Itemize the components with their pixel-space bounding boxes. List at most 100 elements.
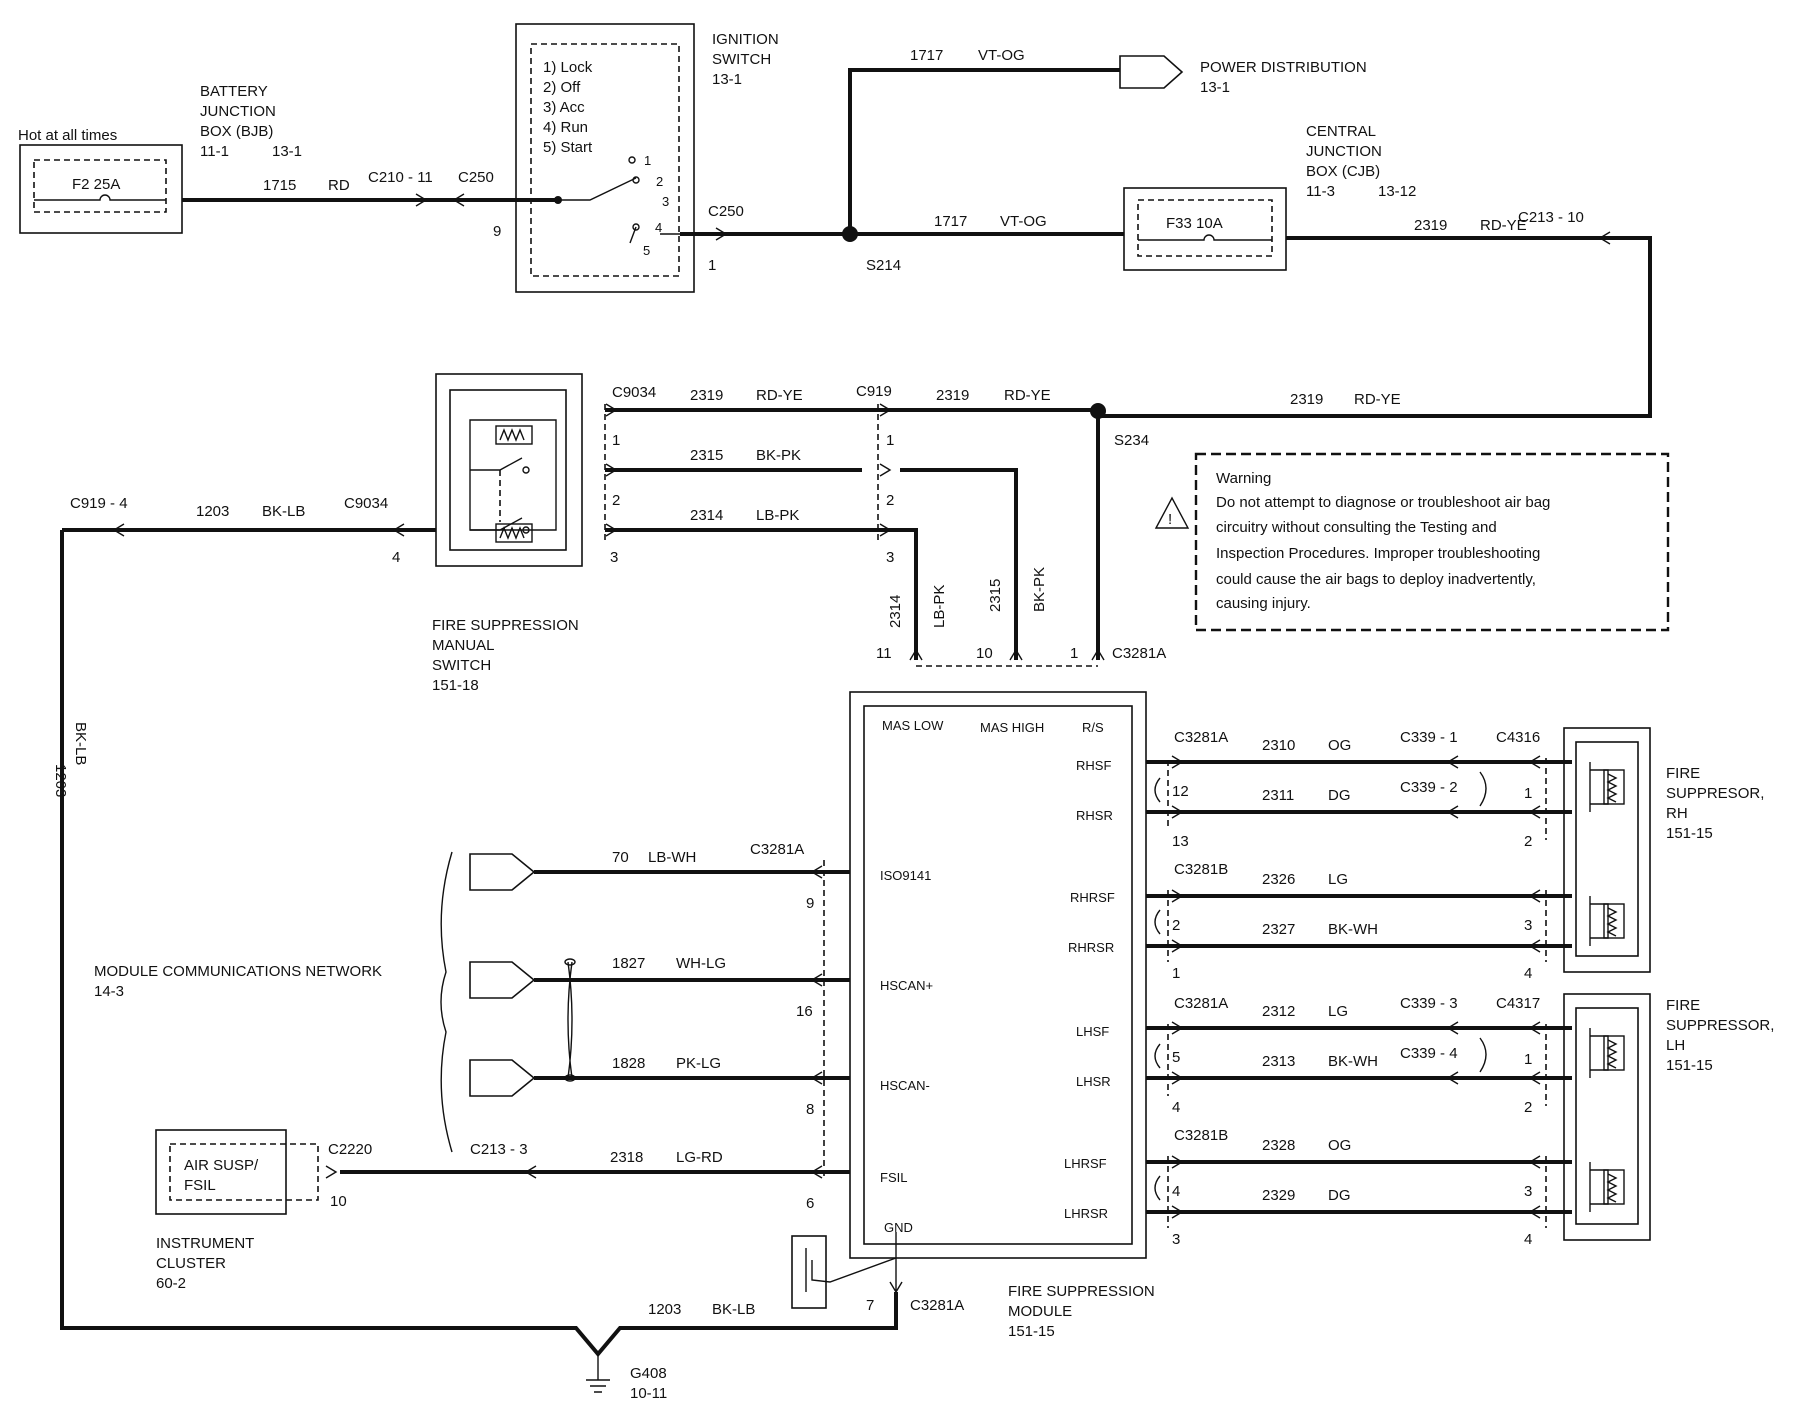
fss-title-4: 151-18 [432, 677, 479, 694]
label-68: C3281A [1174, 995, 1228, 1012]
label-101: 2318 [610, 1149, 643, 1166]
label-89: 70 [612, 849, 629, 866]
ground-label: G408 [630, 1365, 667, 1382]
lh-title-1: FIRE [1666, 997, 1700, 1014]
ign-contact-2: 2 [656, 174, 663, 189]
label-64: BK-WH [1328, 921, 1378, 938]
label-92: 9 [806, 895, 814, 912]
instrument-cluster: AIR SUSP/ FSIL INSTRUMENT CLUSTER 60-2 [155, 1129, 319, 1292]
pin-rhrsf: RHRSF [1070, 890, 1115, 905]
label-13: RD-YE [1480, 217, 1527, 234]
lh-title-3: LH [1666, 1037, 1685, 1054]
label-5: C250 [708, 203, 744, 220]
fire-suppression-manual-switch: FIRE SUPPRESSION MANUAL SWITCH 151-18 [432, 373, 583, 694]
label-51: C4316 [1496, 729, 1540, 746]
bjb-title-1: BATTERY [200, 83, 268, 100]
ign-contact-4: 4 [655, 220, 662, 235]
cluster-title-3: 60-2 [156, 1275, 186, 1292]
label-56: 1 [1524, 785, 1532, 802]
lh-title-4: 151-15 [1666, 1057, 1713, 1074]
label-45: 1 [1070, 645, 1078, 662]
cjb-title-2: JUNCTION [1306, 143, 1382, 160]
label-59: C3281B [1174, 861, 1228, 878]
label-24: 1 [612, 432, 620, 449]
label-70: LG [1328, 1003, 1348, 1020]
rh-title-2: SUPPRESOR, [1666, 785, 1764, 802]
label-6: 1 [708, 257, 716, 274]
label-104: 6 [806, 1195, 814, 1212]
label-32: 3 [610, 549, 618, 566]
label-85: DG [1328, 1187, 1351, 1204]
label-30: LB-PK [756, 507, 799, 524]
module-title-2: MODULE [1008, 1303, 1072, 1320]
label-94: WH-LG [676, 955, 726, 972]
label-74: 2313 [1262, 1053, 1295, 1070]
label-65: 3 [1524, 917, 1532, 934]
label-82: OG [1328, 1137, 1351, 1154]
label-17: RD-YE [756, 387, 803, 404]
air-susp-label-1: AIR SUSP/ [184, 1157, 259, 1174]
cluster-title-1: INSTRUMENT [156, 1235, 254, 1252]
label-22: RD-YE [1354, 391, 1401, 408]
label-41: 2315 [987, 579, 1004, 612]
ign-title-1: IGNITION [712, 31, 779, 48]
label-11: VT-OG [1000, 213, 1047, 230]
bjb-title-2: JUNCTION [200, 103, 276, 120]
pin-fsil: FSIL [880, 1170, 907, 1185]
warning-excl: ! [1168, 511, 1172, 528]
label-1: RD [328, 177, 350, 194]
label-39: 2314 [887, 595, 904, 628]
pin-mas-high: MAS HIGH [980, 720, 1044, 735]
label-16: 2319 [690, 387, 723, 404]
label-97: PK-LG [676, 1055, 721, 1072]
label-66: 1 [1172, 965, 1180, 982]
label-71: C339 - 3 [1400, 995, 1458, 1012]
label-103: 10 [330, 1193, 347, 1210]
bjb-ref-1: 11-1 [200, 143, 229, 160]
lh-suppressor-wiring: C3281A 2312 LG C339 - 3 C4317 5 2313 BK-… [1146, 995, 1572, 1248]
pin-lhrsr: LHRSR [1064, 1206, 1108, 1221]
label-100: C213 - 3 [470, 1141, 528, 1158]
pin-lhsr: LHSR [1076, 1074, 1111, 1089]
ground-g408-icon [586, 1354, 610, 1393]
cjb-title-1: CENTRAL [1306, 123, 1376, 140]
mcn-ref: 14-3 [94, 983, 124, 1000]
cluster-title-2: CLUSTER [156, 1255, 226, 1272]
label-102: LG-RD [676, 1149, 723, 1166]
label-31: 2 [886, 492, 894, 509]
label-25: 2315 [690, 447, 723, 464]
label-96: 1828 [612, 1055, 645, 1072]
label-98: 8 [806, 1101, 814, 1118]
label-33: 3 [886, 549, 894, 566]
label-57: 13 [1172, 833, 1189, 850]
fss-title-2: MANUAL [432, 637, 495, 654]
ground-ref: 10-11 [630, 1385, 667, 1402]
label-84: 2329 [1262, 1187, 1295, 1204]
label-10: 1717 [934, 213, 967, 230]
label-63: 2327 [1262, 921, 1295, 938]
rh-title-3: RH [1666, 805, 1688, 822]
battery-junction-box: Hot at all times F2 25A BATTERY JUNCTION… [18, 83, 302, 234]
label-44: 10 [976, 645, 993, 662]
air-susp-label-2: FSIL [184, 1177, 216, 1194]
warning-line-2: Do not attempt to diagnose or troublesho… [1216, 494, 1550, 511]
squib-rh-1-icon [1589, 762, 1625, 812]
label-12: 2319 [1414, 217, 1447, 234]
power-dist-label: POWER DISTRIBUTION [1200, 59, 1367, 76]
label-18: C919 [856, 383, 892, 400]
ign-contact-1: 1 [644, 153, 651, 168]
label-50: C339 - 1 [1400, 729, 1458, 746]
fuse-f2-label: F2 25A [72, 176, 120, 193]
label-90: LB-WH [648, 849, 696, 866]
label-76: C339 - 4 [1400, 1045, 1458, 1062]
warning-box: ! Warning Do not attempt to diagnose or … [1154, 452, 1670, 632]
label-95: 16 [796, 1003, 813, 1020]
fire-suppression-module: MAS LOW MAS HIGH R/S ISO9141 HSCAN+ HSCA… [849, 691, 1155, 1340]
label-105: 7 [866, 1297, 874, 1314]
bjb-title-3: BOX (BJB) [200, 123, 273, 140]
wire-2314-lb-pk [605, 528, 918, 660]
label-77: 1 [1524, 1051, 1532, 1068]
label-67: 4 [1524, 965, 1532, 982]
wire-2319-rd-ye-right [1098, 236, 1652, 418]
